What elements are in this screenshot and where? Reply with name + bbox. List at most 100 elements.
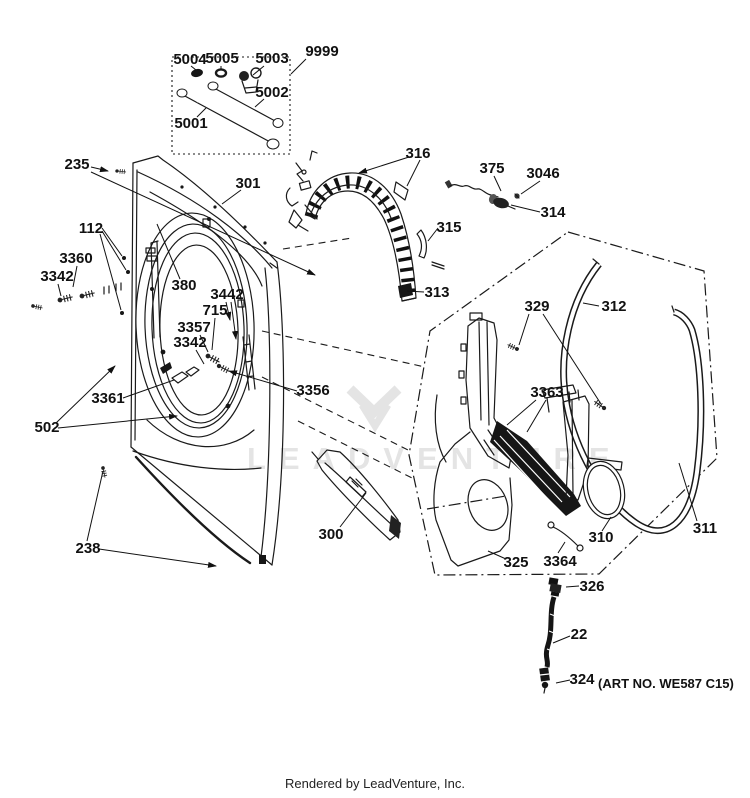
part-label-9999[interactable]: 9999 xyxy=(305,43,338,60)
wire-harness xyxy=(444,179,520,210)
part-label-5001[interactable]: 5001 xyxy=(174,115,207,132)
part-label-235[interactable]: 235 xyxy=(64,156,89,173)
part-label-3361[interactable]: 3361 xyxy=(91,390,124,407)
part-label-326[interactable]: 326 xyxy=(579,578,604,595)
hose-5001 xyxy=(182,94,273,144)
part-label-312[interactable]: 312 xyxy=(601,298,626,315)
hose-3364 xyxy=(552,526,579,547)
clip-3361 xyxy=(171,371,189,384)
part-label-3356[interactable]: 3356 xyxy=(296,382,329,399)
callout-375: 375 xyxy=(479,160,505,192)
part-label-3363[interactable]: 3363 xyxy=(530,384,563,401)
washer-5005 xyxy=(214,68,228,78)
callout-3046: 3046 xyxy=(520,165,560,195)
part-label-3364[interactable]: 3364 xyxy=(543,553,577,570)
part-label-3357[interactable]: 3357 xyxy=(177,319,210,336)
part-label-325[interactable]: 325 xyxy=(503,554,528,571)
callout-3363: 3363 xyxy=(506,384,564,433)
watermark-v-logo-icon xyxy=(346,385,402,419)
part-label-301[interactable]: 301 xyxy=(235,175,260,192)
callout-324: 324 xyxy=(555,671,595,688)
sensor-hose-group xyxy=(539,577,562,694)
projection-lines xyxy=(261,237,426,479)
callout-380: 380 xyxy=(156,223,197,294)
callout-5005: 5005 xyxy=(205,50,239,70)
callout-235: 235 xyxy=(64,156,316,276)
callout-3357: 3357 xyxy=(177,319,211,353)
part-label-313[interactable]: 313 xyxy=(424,284,449,301)
art-number: (ART NO. WE587 C15) xyxy=(598,676,734,691)
part-label-3360[interactable]: 3360 xyxy=(59,250,92,267)
callout-315: 315 xyxy=(427,219,462,242)
callout-715: 715 xyxy=(202,302,228,351)
bulkhead-boundary xyxy=(408,231,718,576)
part-label-5005[interactable]: 5005 xyxy=(205,50,238,67)
part-label-5003[interactable]: 5003 xyxy=(255,50,288,67)
part-label-324[interactable]: 324 xyxy=(569,671,595,688)
part-label-329[interactable]: 329 xyxy=(524,298,549,315)
callout-329: 329 xyxy=(518,298,602,405)
part-label-715[interactable]: 715 xyxy=(202,302,227,319)
washer-5004 xyxy=(191,68,203,78)
part-label-22[interactable]: 22 xyxy=(571,626,588,643)
part-label-314[interactable]: 314 xyxy=(540,204,566,221)
callout-312: 312 xyxy=(582,298,627,315)
part-label-502[interactable]: 502 xyxy=(34,419,59,436)
callout-502: 502 xyxy=(34,365,178,436)
callouts: 9999 5004 5005 5003 5002 5001 235 301 31… xyxy=(34,43,717,688)
callout-311: 311 xyxy=(678,462,717,537)
callout-301: 301 xyxy=(221,175,261,205)
part-label-112[interactable]: 112 xyxy=(79,220,103,237)
callout-3356: 3356 xyxy=(228,370,330,399)
callout-112: 112 xyxy=(79,220,127,311)
part-label-375[interactable]: 375 xyxy=(479,160,504,177)
callout-3361: 3361 xyxy=(91,379,175,407)
callout-314: 314 xyxy=(510,204,566,221)
callout-5004: 5004 xyxy=(173,51,207,71)
callout-5003: 5003 xyxy=(252,50,289,76)
part-label-310[interactable]: 310 xyxy=(588,529,613,546)
watermark-text: LEADVENTURE xyxy=(247,441,623,476)
callout-325: 325 xyxy=(487,550,529,571)
callout-300: 300 xyxy=(318,492,367,543)
part-label-5004[interactable]: 5004 xyxy=(173,51,207,68)
part-label-3046[interactable]: 3046 xyxy=(526,165,559,182)
door-ring-310 xyxy=(582,460,626,520)
callout-5002: 5002 xyxy=(254,84,289,108)
callout-5001: 5001 xyxy=(174,107,208,132)
part-label-5002[interactable]: 5002 xyxy=(255,84,288,101)
part-label-3342[interactable]: 3342 xyxy=(173,334,206,351)
callout-326: 326 xyxy=(565,578,605,595)
clip-316 xyxy=(393,181,409,201)
door-switch-screws xyxy=(171,351,232,384)
callout-3342-mid: 3342 xyxy=(173,334,207,365)
part-label-315[interactable]: 315 xyxy=(436,219,461,236)
part-label-3342[interactable]: 3342 xyxy=(40,268,73,285)
watermark-v-logo-icon xyxy=(359,403,391,433)
callout-313: 313 xyxy=(406,284,450,301)
part-label-316[interactable]: 316 xyxy=(405,145,430,162)
part-label-300[interactable]: 300 xyxy=(318,526,343,543)
callout-3360: 3360 xyxy=(59,250,93,288)
callout-3342-left: 3342 xyxy=(40,268,74,297)
felt-seal xyxy=(560,258,705,535)
callout-3442: 3442 xyxy=(210,286,244,340)
part-label-3442[interactable]: 3442 xyxy=(210,286,243,303)
callout-310: 310 xyxy=(588,516,614,546)
footer-credit: Rendered by LeadVenture, Inc. xyxy=(285,776,465,791)
callout-9999: 9999 xyxy=(290,43,339,75)
lint-duct xyxy=(311,449,401,541)
part-label-238[interactable]: 238 xyxy=(75,540,100,557)
part-label-380[interactable]: 380 xyxy=(171,277,196,294)
clip-315 xyxy=(416,229,427,259)
callout-22: 22 xyxy=(552,626,588,644)
callout-3364: 3364 xyxy=(543,541,577,570)
front-panel xyxy=(130,155,285,566)
bulkhead-assembly xyxy=(426,312,626,567)
bulkhead-arch xyxy=(285,150,445,302)
part-label-311[interactable]: 311 xyxy=(693,520,717,537)
mounting-screws-left xyxy=(30,168,130,479)
hose-5002 xyxy=(213,87,278,123)
